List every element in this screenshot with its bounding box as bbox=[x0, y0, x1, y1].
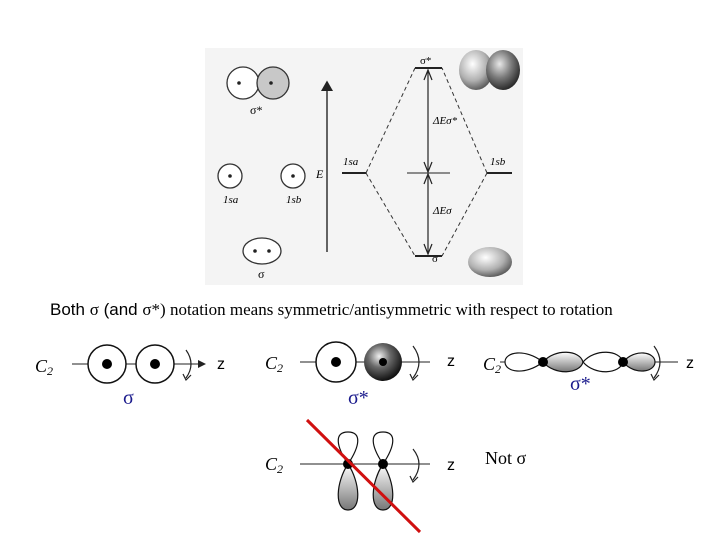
z-axis-label-4: z bbox=[447, 457, 455, 474]
c2-label-2: C2 bbox=[265, 353, 283, 375]
sigma-star-level-label: σ* bbox=[420, 55, 431, 67]
c2-label-3: C2 bbox=[483, 354, 501, 376]
delta-arrows bbox=[423, 68, 433, 256]
red-strike-line bbox=[305, 418, 422, 534]
delta-e-sigma-star-label: ΔEσ* bbox=[432, 115, 458, 127]
sigma-orbital-sketch bbox=[242, 237, 282, 265]
caption-part1: Both bbox=[50, 300, 90, 319]
caption-sigma: σ bbox=[89, 300, 99, 319]
rotation-arrow-1 bbox=[185, 349, 192, 379]
sigma-star-label-panel-2: σ* bbox=[348, 387, 369, 409]
c2-label-1: C2 bbox=[35, 356, 53, 378]
sigma-label-panel-1: σ bbox=[123, 387, 134, 409]
sigma-star-3d-orbital bbox=[459, 50, 520, 90]
c2-label-4: C2 bbox=[265, 454, 283, 476]
caption-part2: (and bbox=[98, 300, 143, 319]
rotation-arrow-2 bbox=[412, 345, 420, 379]
caption-part3: ) notation means symmetric/antisymmetric… bbox=[160, 300, 613, 319]
rotation-arrow-3 bbox=[653, 345, 661, 379]
level-label-1sa: 1sa bbox=[343, 156, 359, 168]
sigma-sketch-label: σ bbox=[258, 267, 265, 281]
nucleus-b bbox=[150, 359, 160, 369]
panel-sigma: C2 z σ bbox=[35, 344, 225, 409]
rotation-arrow-4 bbox=[412, 448, 420, 481]
sigma-star-orbital-sketch bbox=[226, 66, 290, 100]
z-axis-label-2: z bbox=[447, 353, 455, 370]
caption-sigma-star: σ* bbox=[142, 300, 161, 319]
energy-axis-label: E bbox=[315, 167, 324, 181]
sigma-star-sketch-label: σ* bbox=[250, 103, 262, 117]
panel-sigma-star-sphere: C2 z σ* bbox=[265, 341, 455, 409]
delta-e-sigma-label: ΔEσ bbox=[432, 205, 452, 217]
z-axis-label-1: z bbox=[217, 356, 225, 373]
panel-not-sigma: C2 z Not σ bbox=[265, 418, 527, 534]
panel-sigma-star-p: C2 z σ* bbox=[483, 345, 694, 395]
z-axis-label-3: z bbox=[686, 355, 694, 372]
sigma-3d-orbital bbox=[468, 247, 512, 277]
sketch-label-1sa: 1sa bbox=[223, 194, 239, 206]
caption: Both σ (and σ*) notation means symmetric… bbox=[50, 300, 613, 320]
not-sigma-label: Not σ bbox=[485, 448, 527, 468]
correlation-lines bbox=[365, 67, 488, 257]
energy-diagram: σ* 1sa 1sb σ E bbox=[205, 48, 523, 285]
level-label-1sb: 1sb bbox=[490, 156, 506, 168]
nucleus-a bbox=[102, 359, 112, 369]
atomic-orbital-sketches bbox=[217, 163, 306, 189]
sigma-level-label: σ bbox=[432, 253, 438, 265]
sigma-star-label-panel-3: σ* bbox=[570, 373, 591, 395]
sketch-label-1sb: 1sb bbox=[286, 194, 302, 206]
